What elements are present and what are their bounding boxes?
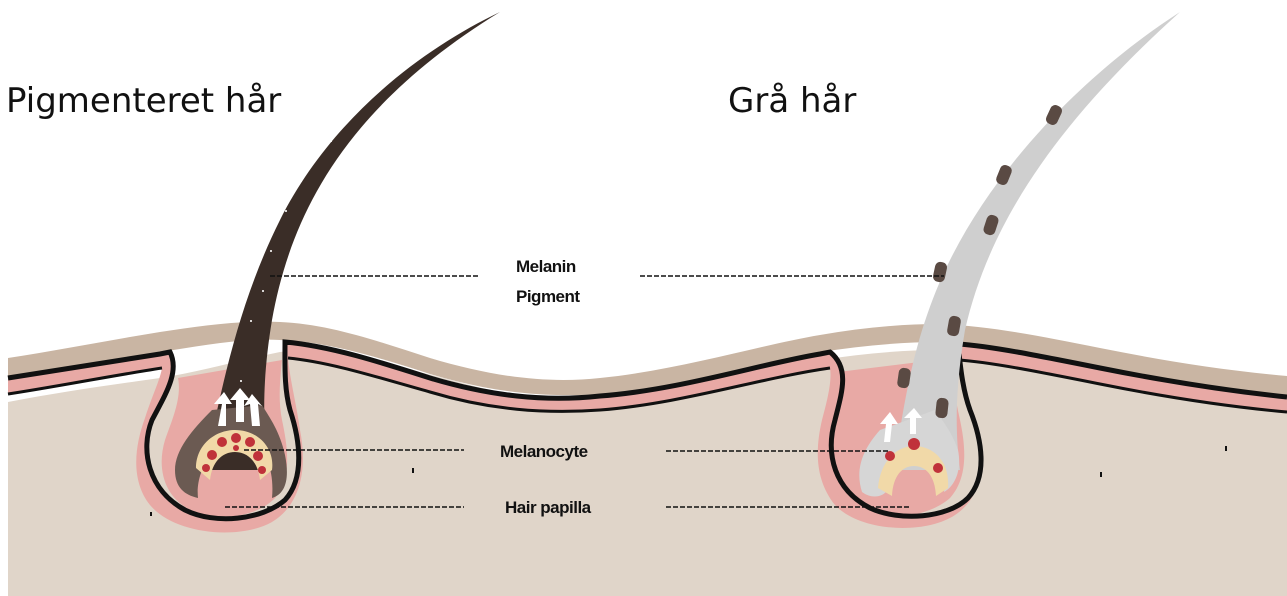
label-pigment: Pigment	[516, 287, 580, 306]
title-pigmented-hair: Pigmenteret hår	[6, 81, 281, 121]
label-melanocyte: Melanocyte	[500, 442, 588, 461]
label-hair-papilla: Hair papilla	[505, 498, 592, 517]
label-melanin: Melanin	[516, 257, 576, 276]
title-gray-hair: Grå hår	[728, 81, 856, 121]
